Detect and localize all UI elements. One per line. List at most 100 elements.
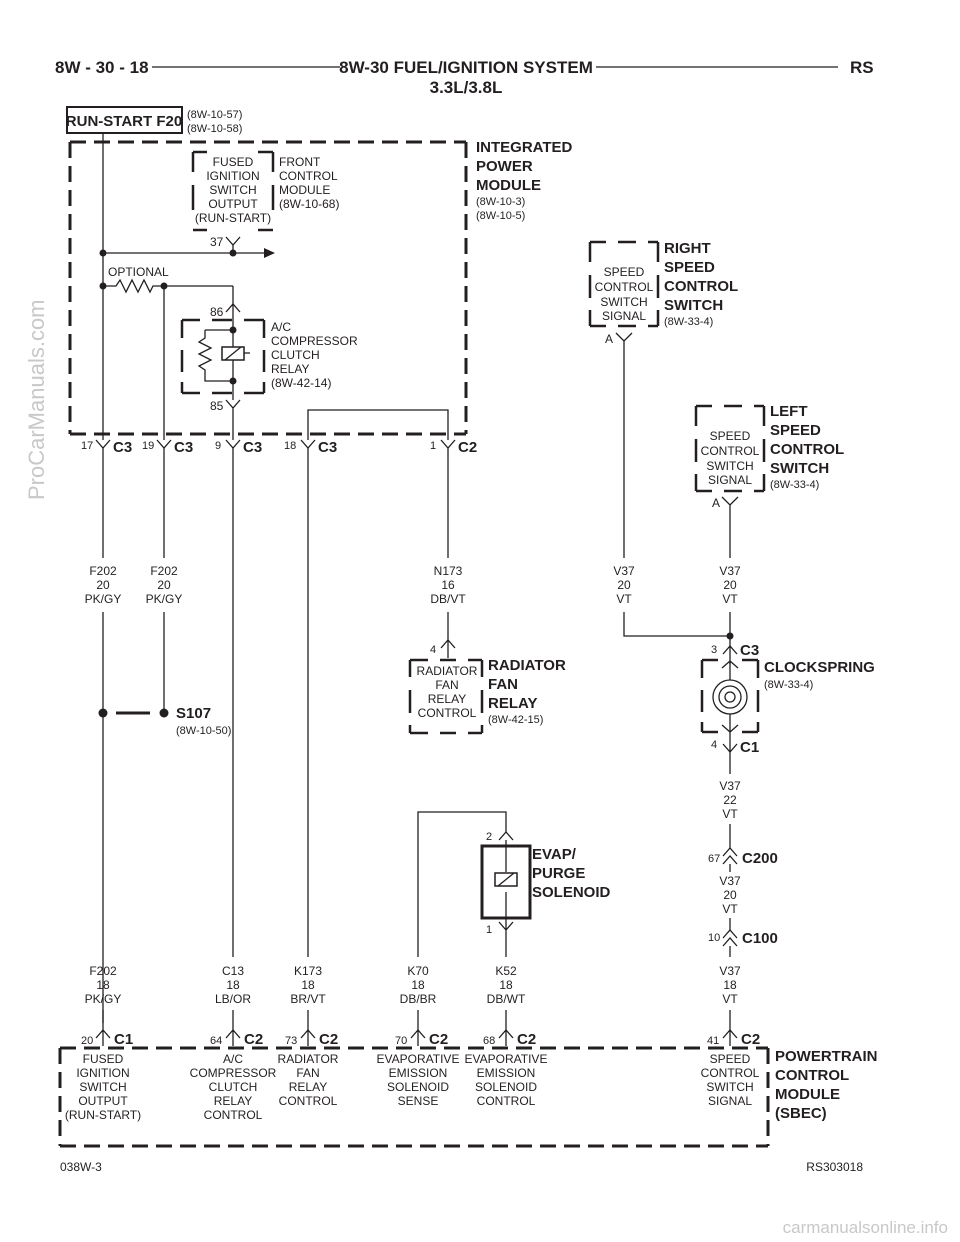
connector-pin: 64	[210, 1035, 222, 1047]
right-switch-box-horizontal	[590, 240, 658, 328]
page-subtitle: 3.3L/3.8L	[430, 78, 503, 97]
connector-pin: 70	[395, 1035, 407, 1047]
wire-circuit: V37	[719, 874, 741, 888]
c100-name: C100	[742, 930, 778, 947]
wire-gauge: 18	[226, 978, 240, 992]
pcm-pin-text: CLUTCH	[209, 1080, 258, 1094]
rad-relay-title-2: FAN	[488, 676, 518, 693]
relay-box-vertical	[180, 320, 266, 393]
right-switch-title-4: SWITCH	[664, 297, 723, 314]
connector-terminal	[95, 439, 111, 449]
connector-name: C2	[319, 1031, 338, 1048]
splice-dot	[98, 708, 108, 718]
rad-relay-box-4: CONTROL	[418, 706, 477, 720]
wire-color: DB/WT	[487, 992, 526, 1006]
rad-relay-title-3: RELAY	[488, 695, 537, 712]
connector-name: C3	[113, 439, 132, 456]
connector-name: C1	[114, 1031, 133, 1048]
wire-gauge: 16	[441, 578, 455, 592]
wire-circuit: F202	[150, 564, 178, 578]
left-switch-ref: (8W-33-4)	[770, 479, 819, 491]
wire-gauge: 18	[411, 978, 425, 992]
relay-coil-slash	[224, 346, 242, 361]
left-switch-pin: A	[712, 496, 720, 510]
splice-dot	[229, 326, 237, 334]
evap-title-2: PURGE	[532, 865, 585, 882]
fcm-label-1: FRONT	[279, 155, 321, 169]
relay-label-5: (8W-42-14)	[271, 376, 331, 390]
pcm-pin-text: FAN	[296, 1066, 319, 1080]
left-switch-box-vertical	[694, 406, 766, 491]
pcm-pin-label-evap-control: EVAPORATIVE EMISSION SOLENOID CONTROL	[465, 1052, 548, 1108]
rad-relay-terminal	[440, 639, 456, 658]
top-connector-17: 17 C3	[81, 439, 132, 456]
c200-connector-icon	[722, 847, 738, 865]
clockspring-coil-core	[724, 691, 736, 703]
wire-color: VT	[722, 992, 738, 1006]
wire-circuit: V37	[719, 564, 741, 578]
evap-pin-bot: 1	[486, 924, 492, 936]
left-switch-title-4: SWITCH	[770, 460, 829, 477]
top-connector-19: 19 C3	[142, 439, 193, 456]
splice-dot	[229, 249, 237, 257]
internal-jumper-wire	[307, 409, 449, 440]
wire-label-v37-right: V37 20 VT	[613, 564, 635, 606]
pcm-pin-label-evap-sense: EVAPORATIVE EMISSION SOLENOID SENSE	[377, 1052, 460, 1108]
relay-pin-86: 86	[210, 305, 224, 319]
relay-pin-85: 85	[210, 399, 224, 413]
pcm-pin-text: RADIATOR	[278, 1052, 339, 1066]
fcm-output-line-3: SWITCH	[209, 183, 256, 197]
wire-gauge: 18	[723, 978, 737, 992]
ipm-title-3: MODULE	[476, 177, 541, 194]
connector-name: C2	[741, 1031, 760, 1048]
pcm-connector-20: 20 C1	[81, 1029, 133, 1048]
right-switch-title-1: RIGHT	[664, 240, 711, 257]
connector-name: C2	[429, 1031, 448, 1048]
pcm-connector-70: 70 C2	[395, 1029, 448, 1048]
clockspring-conn-bot: C1	[740, 739, 759, 756]
left-switch-terminal	[721, 496, 739, 558]
fcm-output-line-1: FUSED	[213, 155, 254, 169]
wire-circuit: V37	[719, 779, 741, 793]
wire-gauge: 20	[157, 578, 171, 592]
relay-label-2: COMPRESSOR	[271, 334, 358, 348]
ipm-outline-vertical	[68, 142, 468, 434]
rad-relay-box-2: FAN	[435, 678, 458, 692]
pcm-pin-text: IGNITION	[76, 1066, 129, 1080]
pcm-pin-text: CONTROL	[204, 1108, 263, 1122]
wire-color: VT	[722, 807, 738, 821]
clockspring-coil-inner	[718, 685, 742, 709]
relay-label-3: CLUTCH	[271, 348, 320, 362]
evap-title-3: SOLENOID	[532, 884, 611, 901]
top-connector-18: 18 C3	[284, 439, 337, 456]
footer-doc-id: RS303018	[806, 1160, 863, 1174]
wire-circuit: V37	[719, 964, 741, 978]
connector-name: C3	[243, 439, 262, 456]
fcm-output-line-5: (RUN-START)	[195, 211, 271, 225]
pcm-pin-text: SWITCH	[79, 1080, 126, 1094]
wire-color: BR/VT	[290, 992, 326, 1006]
relay-coil-wire	[197, 318, 234, 400]
ipm-outline-horizontal	[70, 140, 466, 436]
left-switch-box-4: SIGNAL	[708, 473, 752, 487]
fcm-label-2: CONTROL	[279, 169, 338, 183]
page-title: 8W-30 FUEL/IGNITION SYSTEM	[339, 58, 593, 77]
wire-gauge: 18	[96, 978, 110, 992]
pcm-connector-68: 68 C2	[483, 1029, 536, 1048]
connector-name: C2	[458, 439, 477, 456]
connector-terminal	[156, 439, 172, 449]
right-switch-ref: (8W-33-4)	[664, 316, 713, 328]
optional-resistor	[103, 278, 233, 294]
left-switch-box-2: CONTROL	[701, 444, 760, 458]
wire-v37-join	[623, 612, 730, 637]
right-switch-pin: A	[605, 332, 613, 346]
fuse-ref-1: (8W-10-57)	[187, 109, 242, 121]
connector-terminal	[498, 1029, 514, 1046]
wire-label-v37-20b: V37 20 VT	[719, 874, 741, 916]
top-connector-9: 9 C3	[215, 439, 262, 456]
wire-gauge: 18	[301, 978, 315, 992]
right-switch-terminal	[615, 332, 633, 558]
pcm-pin-text: EMISSION	[389, 1066, 448, 1080]
ipm-ref-1: (8W-10-3)	[476, 196, 525, 208]
evap-terminal-bottom	[498, 918, 514, 957]
